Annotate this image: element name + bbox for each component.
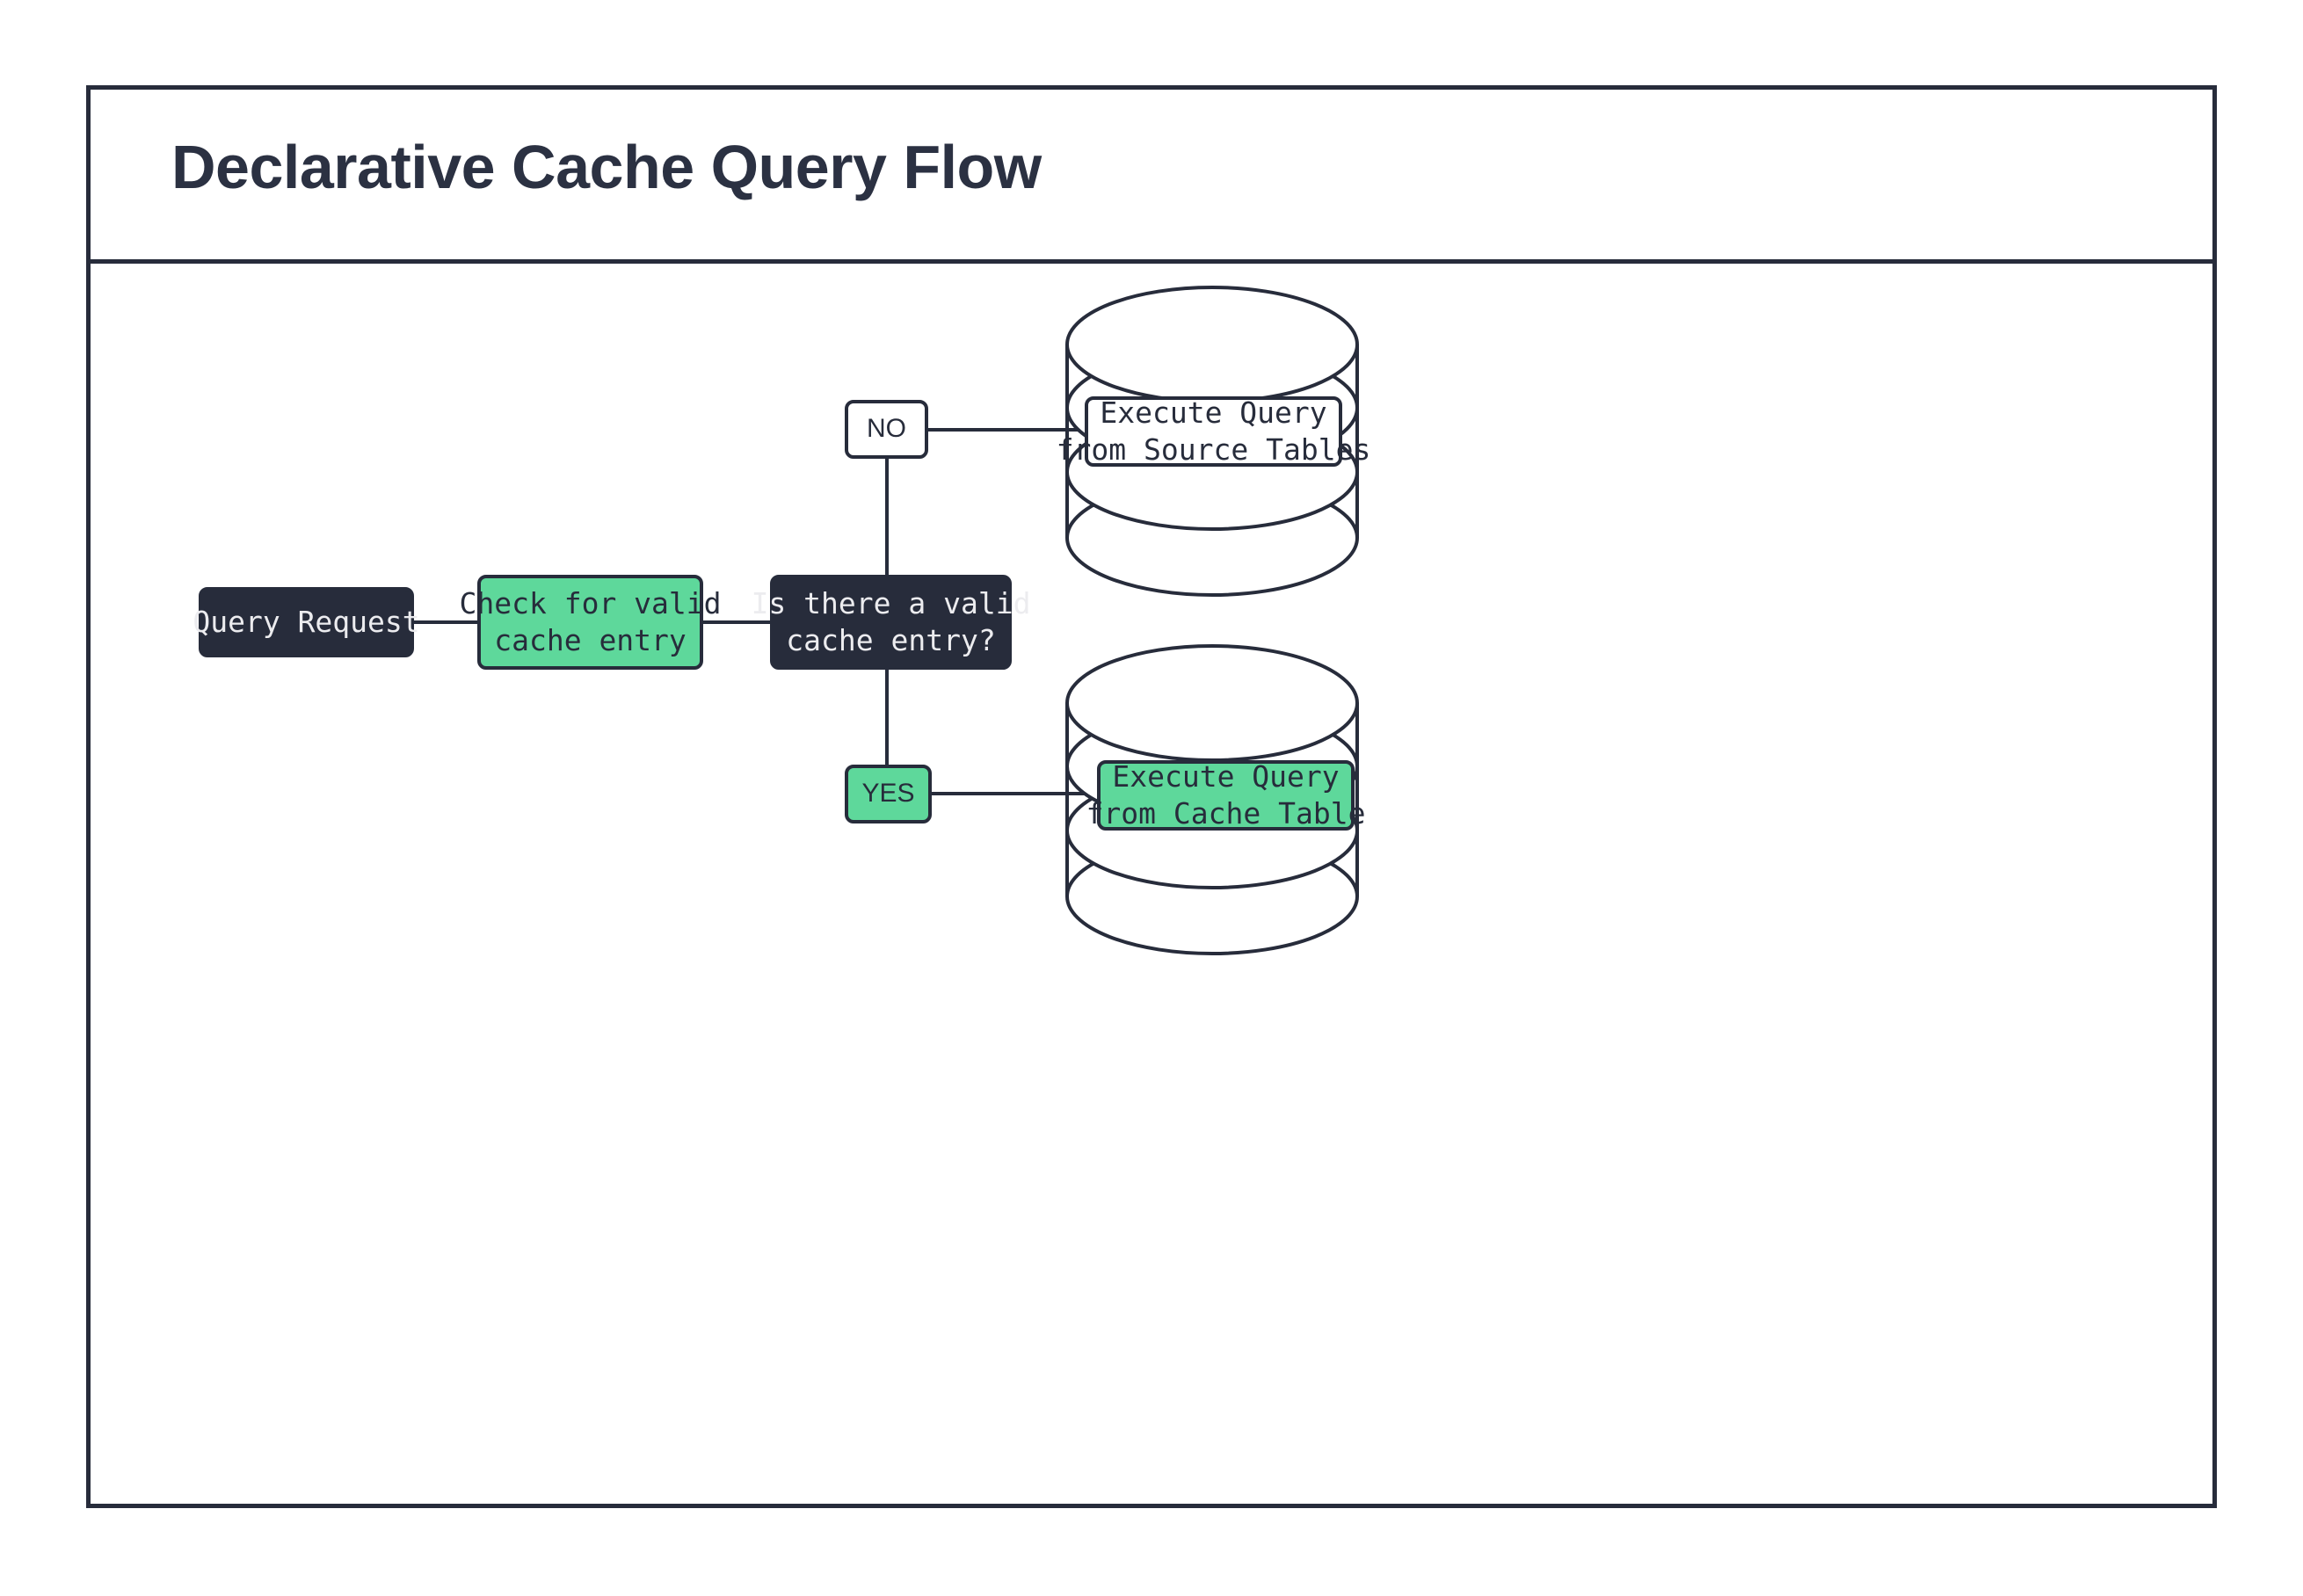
node-label-source-tables: Execute Query from Source Tables (1056, 395, 1371, 467)
edge-label-yes[interactable]: YES (845, 765, 932, 823)
node-query-request[interactable]: Query Request (193, 587, 420, 657)
edge-label-no[interactable]: NO (845, 400, 928, 459)
flow-canvas: Execute Query from Source Tables Execute… (91, 264, 2212, 1508)
title-bar: Declarative Cache Query Flow (91, 90, 2212, 264)
node-decision-valid-cache-entry[interactable]: Is there a valid cache entry? (752, 575, 1030, 670)
node-label-cache-table: Execute Query from Cache Table (1086, 758, 1366, 831)
diagram-frame: Declarative Cache Query Flow (86, 85, 2217, 1508)
page-title: Declarative Cache Query Flow (171, 133, 1042, 201)
node-check-for-valid-cache-entry[interactable]: Check for valid cache entry (460, 575, 722, 670)
